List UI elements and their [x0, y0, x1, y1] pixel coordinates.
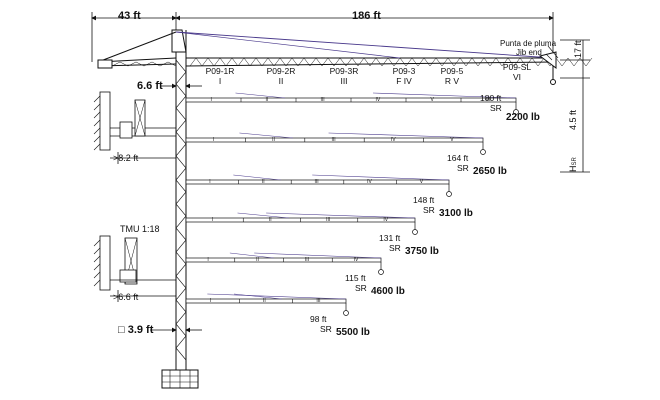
- jib-section-code: P09-5: [440, 66, 464, 76]
- load-label: 2200 lb: [506, 112, 540, 123]
- config-jib: [185, 298, 347, 304]
- sr-label: SR: [355, 283, 367, 293]
- segment-numeral: IV: [353, 257, 359, 263]
- jib-section-code: P09-1R: [205, 66, 235, 76]
- load-label: 3100 lb: [439, 208, 473, 219]
- config-tie: [235, 92, 286, 99]
- load-label: 4600 lb: [371, 286, 405, 297]
- sr-label: SR: [457, 163, 469, 173]
- jib-configurations: [185, 92, 519, 316]
- segment-numeral: III: [331, 137, 336, 143]
- top-dimension-lines: [91, 12, 554, 62]
- config-tie: [328, 132, 484, 139]
- segment-numeral: V: [430, 97, 434, 103]
- sr-label: SR: [423, 205, 435, 215]
- load-label: 3750 lb: [405, 246, 439, 257]
- config-tie: [312, 174, 450, 181]
- hook: [513, 109, 519, 115]
- segment-numeral: II: [256, 257, 259, 263]
- lower-tie-clearance: >6.6 ft: [113, 292, 139, 302]
- jib-section-roman: VI: [512, 72, 522, 82]
- hook: [343, 310, 349, 316]
- jib-tip-label: Punta de pluma: [500, 39, 557, 48]
- segment-numeral: I: [211, 217, 214, 223]
- jib-section-roman: R V: [444, 76, 460, 86]
- jib-section-code: P09-3: [392, 66, 416, 76]
- main-jib-dimension: 186 ft: [352, 10, 381, 22]
- config-tie: [233, 293, 283, 300]
- jib-section-code: P09-3R: [329, 66, 359, 76]
- crane-jib: [97, 29, 593, 85]
- segment-numeral: I: [207, 257, 209, 263]
- segment-numeral: II: [261, 179, 265, 185]
- mast-offset-dimension: 6.6 ft: [137, 80, 163, 92]
- right-mid-dimension: 4.5 ft: [568, 109, 578, 130]
- segment-numeral: I: [210, 97, 212, 103]
- reach-label: 98 ft: [310, 314, 327, 324]
- segment-numeral: IV: [367, 179, 372, 185]
- upper-tie-detail: [93, 91, 176, 164]
- jib-end-label: Jib end: [516, 48, 542, 57]
- reach-label: 180 ft: [480, 93, 502, 103]
- config-jib: [185, 137, 484, 143]
- config-tie: [239, 132, 293, 139]
- right-top-dimension: 17 ft: [573, 40, 583, 58]
- segment-numeral: V: [450, 137, 454, 143]
- segment-numeral: V: [419, 179, 424, 185]
- reach-label: 164 ft: [447, 153, 469, 163]
- right-height-label: HSR: [568, 157, 578, 172]
- jib-section-roman: I: [218, 76, 222, 86]
- jib-section-roman: III: [340, 76, 348, 86]
- segment-numeral: IV: [375, 97, 381, 103]
- tmu-label: TMU 1:18: [120, 224, 160, 234]
- counter-jib-dimension: 43 ft: [118, 10, 141, 22]
- segment-numeral: III: [304, 257, 310, 263]
- segment-numeral: III: [314, 179, 319, 185]
- jib-section-roman: II: [278, 76, 284, 86]
- segment-numeral: II: [263, 298, 266, 304]
- segment-numeral: I: [212, 137, 215, 143]
- segment-numeral: II: [268, 217, 272, 223]
- reach-label: 131 ft: [379, 233, 401, 243]
- sr-label: SR: [490, 103, 502, 113]
- right-dimension-lines: [560, 39, 590, 173]
- hook: [378, 269, 384, 275]
- load-label: 5500 lb: [336, 327, 370, 338]
- segment-numeral: IV: [383, 217, 389, 223]
- config-tie: [207, 293, 347, 300]
- base-dimension-label: □ 3.9 ft: [118, 324, 154, 336]
- config-tie: [372, 92, 517, 99]
- hook: [480, 149, 486, 155]
- segment-numeral: I: [209, 179, 211, 185]
- jib-label-leaders: [545, 45, 559, 61]
- segment-numeral: IV: [390, 137, 396, 143]
- jib-section-code: P09-2R: [266, 66, 296, 76]
- config-tie: [254, 252, 382, 259]
- config-tie: [233, 174, 281, 181]
- hook: [412, 229, 418, 235]
- load-label: 2650 lb: [473, 166, 507, 177]
- lower-tie-detail: [93, 235, 176, 302]
- config-tie: [237, 212, 290, 219]
- config-tie: [229, 252, 274, 259]
- jib-section-code: P09-SL: [502, 62, 532, 72]
- sr-label: SR: [389, 243, 401, 253]
- segment-numeral: VI: [485, 97, 491, 103]
- config-tie: [266, 212, 416, 219]
- segment-numeral: II: [272, 137, 275, 143]
- reach-label: 148 ft: [413, 195, 435, 205]
- jib-section-roman: F IV: [396, 76, 412, 86]
- segment-numeral: III: [316, 298, 321, 304]
- hook: [446, 191, 452, 197]
- segment-numeral: II: [265, 97, 269, 103]
- tower-mast: [161, 30, 199, 389]
- sr-label: SR: [320, 324, 332, 334]
- segment-numeral: III: [320, 97, 325, 103]
- segment-numeral: I: [209, 298, 212, 304]
- config-jib: [185, 179, 450, 185]
- reach-label: 115 ft: [345, 273, 366, 283]
- upper-tie-clearance: >8.2 ft: [113, 153, 139, 163]
- segment-numeral: III: [326, 217, 331, 223]
